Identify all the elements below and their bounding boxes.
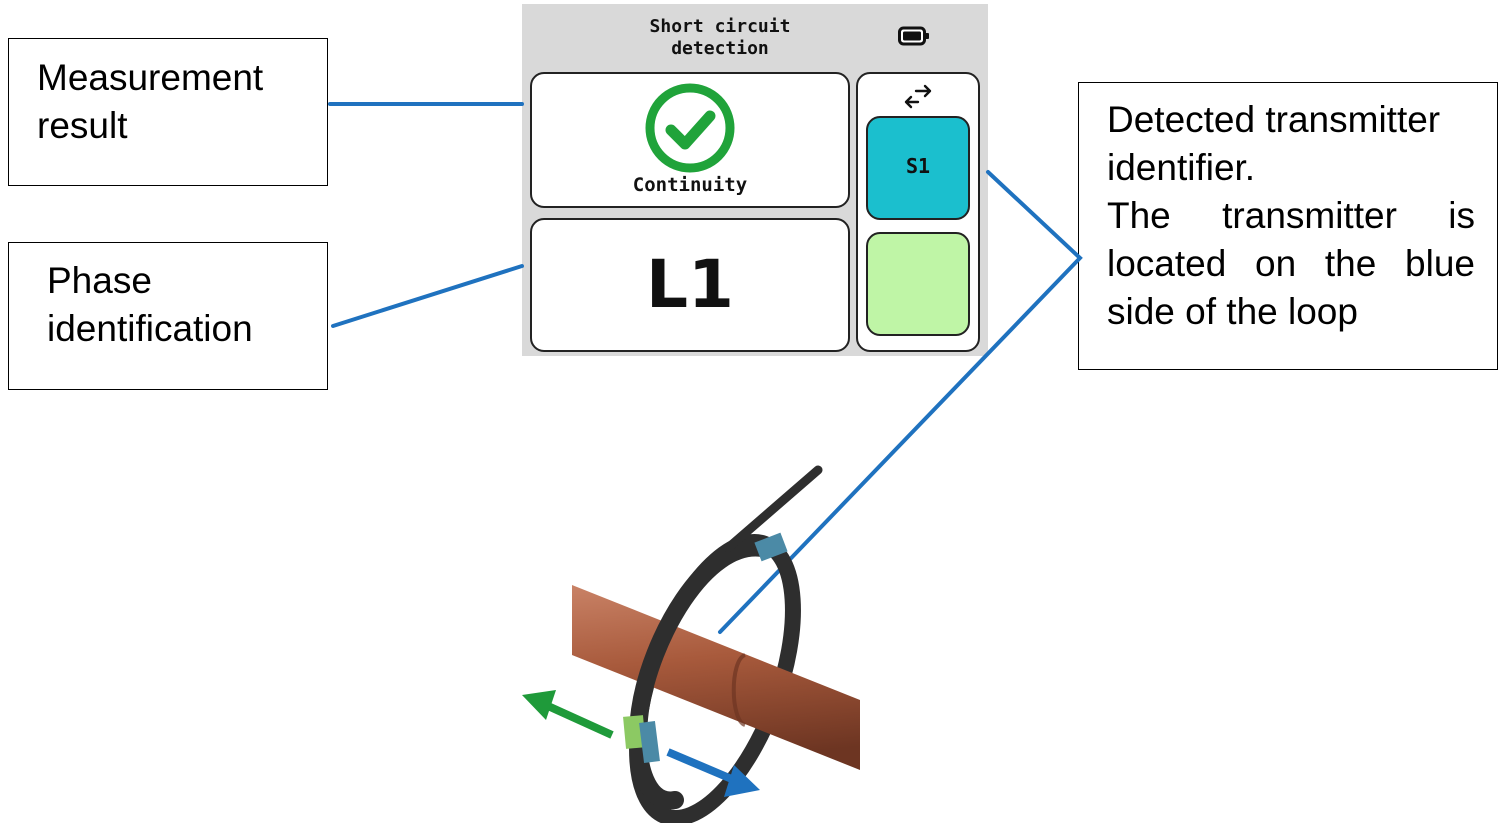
battery-full-icon — [898, 26, 929, 46]
callout-transmitter-line3: The transmitter is — [1107, 195, 1475, 236]
sensor-loop-front — [623, 465, 823, 810]
callout-transmitter-line1: Detected transmitter — [1107, 99, 1441, 140]
transmitter-slot-empty — [866, 232, 970, 336]
measurement-result-panel: Continuity — [530, 72, 850, 208]
leader-lines — [328, 102, 1083, 634]
phase-label: L1 — [646, 246, 734, 323]
callout-phase-text: Phase identification — [47, 260, 253, 349]
callout-phase-identification: Phase identification — [8, 242, 328, 390]
callout-transmitter-line5: side of the loop — [1107, 291, 1358, 332]
callout-transmitter-identifier: Detected transmitter identifier. The tra… — [1078, 82, 1498, 370]
result-label: Continuity — [632, 174, 748, 196]
screen-title: Short circuit detection — [649, 16, 791, 59]
swap-arrows-icon — [904, 84, 932, 109]
leader-line-transmitter — [718, 170, 1083, 634]
transmitter-slot-s1: S1 — [866, 116, 970, 220]
slot-s1-label: S1 — [905, 154, 931, 178]
blue-arrow-shaft — [666, 748, 736, 784]
callout-transmitter-line2: identifier. — [1107, 147, 1256, 188]
transmitter-side-panel: S1 — [856, 72, 980, 352]
green-arrow-head — [522, 690, 556, 720]
probe-cable — [723, 465, 823, 553]
blue-arrow-head — [724, 765, 760, 797]
phase-identification-panel: L1 — [530, 218, 850, 352]
check-circle-icon — [645, 83, 735, 173]
green-arrow-shaft — [546, 702, 614, 739]
leader-line-phase — [331, 264, 524, 328]
copper-pipe — [572, 585, 860, 770]
callout-measurement-result: Measurement result — [8, 38, 328, 186]
callout-transmitter-line4: located on the blue — [1107, 243, 1475, 284]
direction-arrows — [522, 690, 760, 797]
callout-measurement-text: Measurement result — [37, 57, 264, 146]
device-screen: Short circuit detection Continuity L1 S1 — [522, 4, 988, 356]
